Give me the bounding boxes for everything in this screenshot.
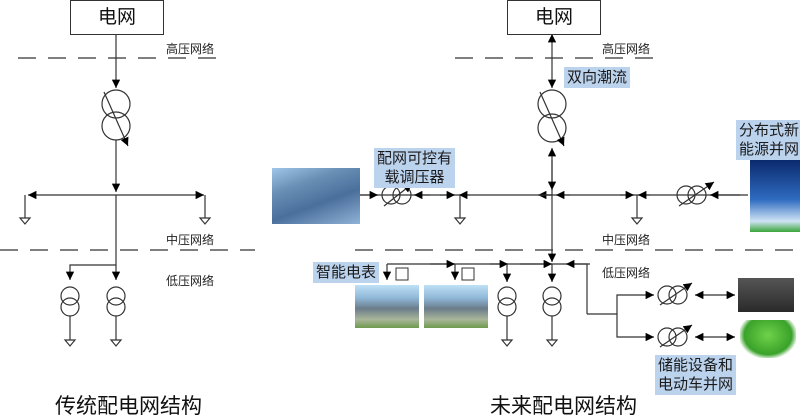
battery-photo [738, 278, 794, 312]
grid-box-left: 电网 [70, 0, 164, 35]
label-lv-right: 低压网络 [602, 266, 651, 280]
solar-roof-photo [272, 168, 360, 224]
label-mv-right: 中压网络 [602, 233, 651, 247]
electric-car-photo [740, 320, 796, 358]
transformer-icon [101, 89, 131, 119]
callout-renewables: 分布式新 能源并网 [736, 120, 800, 160]
smart-meter-icon [395, 267, 409, 281]
house-photo [355, 285, 419, 328]
label-hv-left: 高压网络 [166, 42, 215, 56]
callout-smart-meter: 智能电表 [313, 262, 380, 283]
label-hv-right: 高压网络 [602, 42, 651, 56]
label-mv-left: 中压网络 [166, 233, 215, 247]
house-photo [424, 285, 488, 328]
callout-oltc: 配网可控有 载调压器 [374, 148, 456, 188]
label-lv-left: 低压网络 [166, 274, 215, 288]
callout-bidirectional-flow: 双向潮流 [564, 67, 631, 88]
smart-meter-icon [461, 267, 475, 281]
caption-future: 未来配电网结构 [490, 394, 637, 418]
wind-turbine-photo [750, 160, 800, 232]
callout-storage-ev: 储能设备和 电动车并网 [655, 355, 737, 395]
grid-box-right: 电网 [507, 0, 601, 35]
caption-traditional: 传统配电网结构 [55, 394, 202, 418]
